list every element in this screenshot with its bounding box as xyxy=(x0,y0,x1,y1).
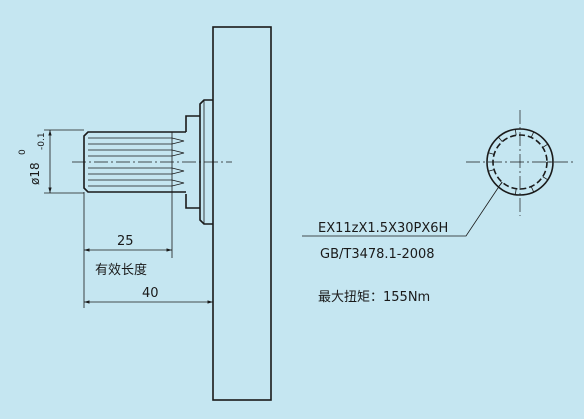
spline-notch xyxy=(514,188,517,195)
spline-notch xyxy=(488,152,495,155)
spline-notch xyxy=(514,129,517,136)
spline-notch xyxy=(498,136,503,142)
overall-length-label: 40 xyxy=(142,286,159,301)
diameter-tol-upper: 0 xyxy=(18,149,28,155)
spline-section-view xyxy=(466,110,574,216)
torque-label: 最大扭矩：155Nm xyxy=(318,290,430,305)
diameter-tol-lower: -0.1 xyxy=(37,132,47,150)
spec-leader xyxy=(302,181,503,237)
spline-length-note: 有效长度 xyxy=(95,262,147,278)
diameter-dimension xyxy=(44,129,84,194)
spline-notch xyxy=(488,169,495,172)
spline-notch xyxy=(530,186,535,193)
spline-notch xyxy=(542,176,549,181)
spline-notch xyxy=(542,143,549,148)
spline-notch xyxy=(530,131,535,138)
shaft-body xyxy=(185,115,200,209)
flange-plate xyxy=(212,26,272,401)
spline-length-label: 25 xyxy=(117,234,134,249)
diameter-label: ø18 xyxy=(28,162,42,185)
spline-teeth xyxy=(88,132,185,192)
spline-spec-line2: GB/T3478.1-2008 xyxy=(320,247,435,262)
spline-spec-line1: EX11zX1.5X30PX6H xyxy=(318,221,448,236)
